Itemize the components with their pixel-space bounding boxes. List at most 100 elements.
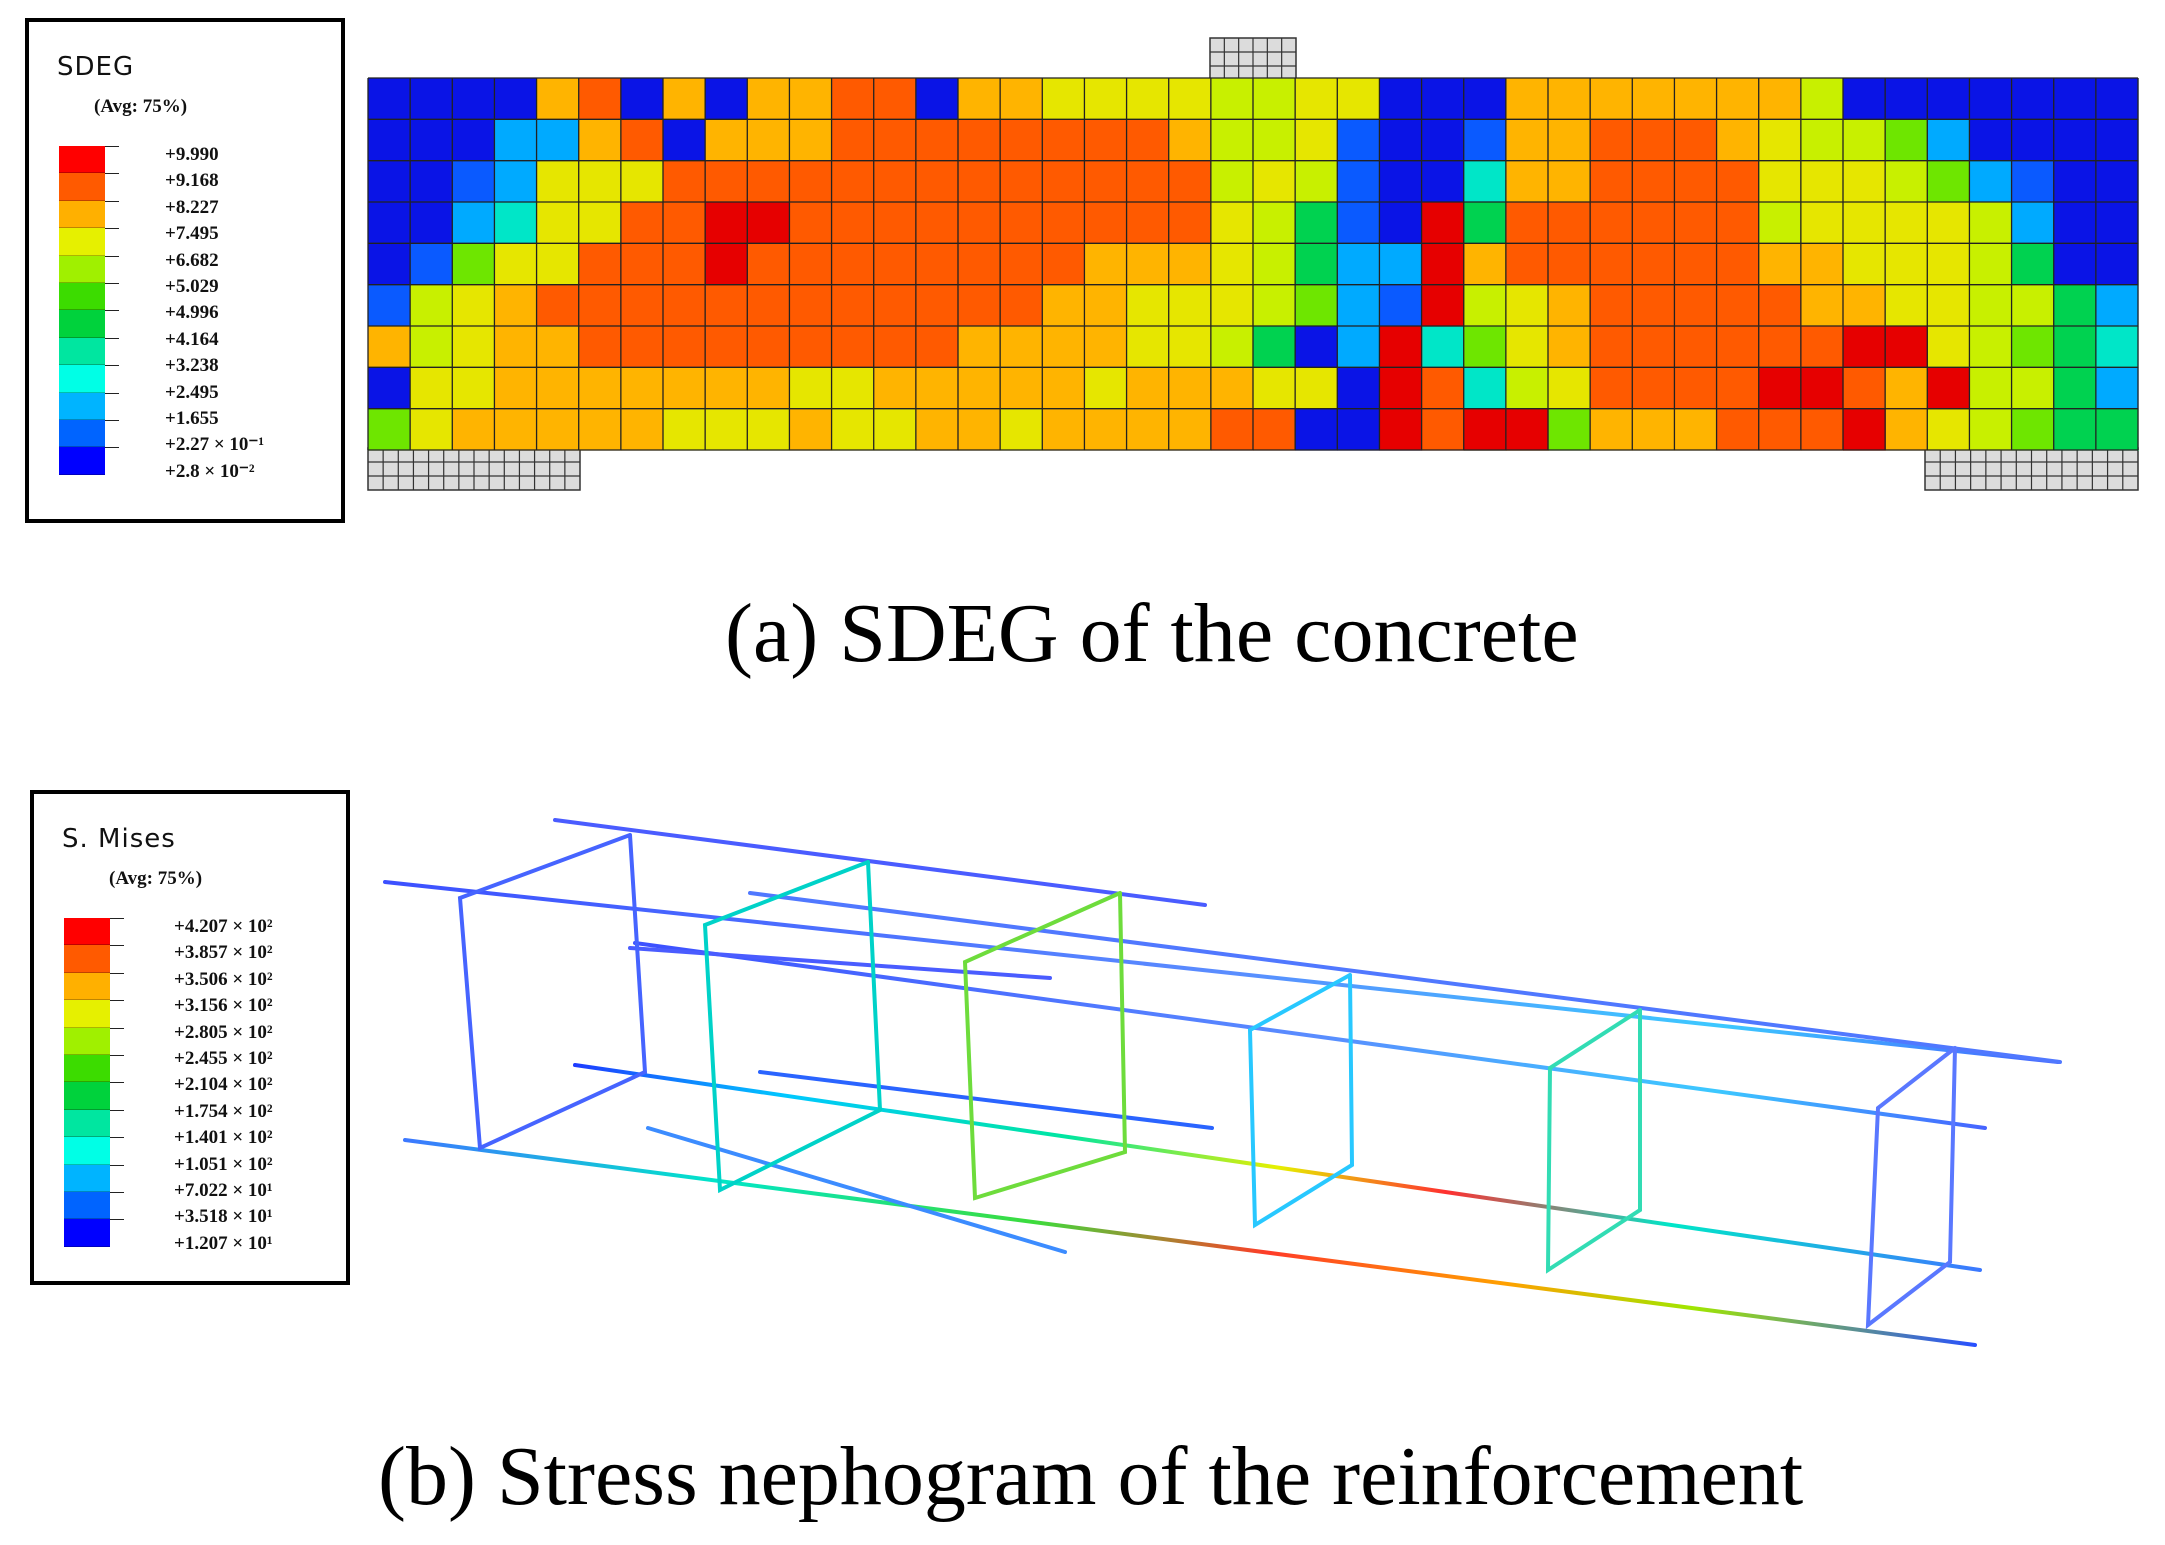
legend-value-label: +2.27 × 10⁻¹	[165, 434, 265, 456]
beam-cell	[368, 202, 411, 244]
beam-cell	[1632, 202, 1676, 244]
beam-cell	[1084, 119, 1128, 162]
beam-cell	[1885, 160, 1928, 203]
beam-mesh-grid	[367, 77, 2139, 451]
beam-cell	[536, 202, 580, 244]
beam-cell	[1253, 160, 1296, 203]
beam-cell	[1210, 119, 1254, 162]
legend-value-label: +1.401 × 10²	[174, 1127, 273, 1149]
beam-cell	[1421, 160, 1465, 203]
stirrup-3	[962, 891, 1128, 1201]
beam-cell	[747, 160, 791, 203]
beam-cell	[958, 78, 1001, 120]
beam-cell	[1632, 326, 1676, 368]
beam-cell	[1969, 243, 2013, 286]
beam-cell	[1168, 202, 1212, 244]
beam-cell	[1463, 243, 1507, 286]
beam-cell	[1126, 408, 1170, 451]
legend-value-label: +2.805 × 10²	[174, 1021, 273, 1043]
beam-cell	[1337, 78, 1381, 120]
beam-cell	[1758, 78, 1802, 120]
beam-cell	[1843, 160, 1886, 203]
beam-cell	[831, 160, 875, 203]
legend-tick	[105, 173, 119, 175]
legend-tick	[110, 918, 124, 919]
beam-cell	[705, 408, 748, 451]
bottom-bar-front	[403, 1138, 1977, 1347]
beam-cell	[1042, 408, 1086, 451]
beam-cell	[1927, 284, 1971, 327]
beam-cell	[915, 119, 959, 162]
beam-cell	[663, 243, 706, 286]
top-bar-front	[633, 941, 1987, 1130]
beam-cell	[789, 284, 833, 327]
beam-cell	[452, 119, 496, 162]
beam-cell	[1000, 78, 1043, 120]
legend-swatch	[59, 310, 119, 338]
beam-crack-cell	[1800, 367, 1844, 410]
beam-cell	[1126, 284, 1170, 327]
beam-cell	[1421, 367, 1465, 410]
beam-cell	[1927, 119, 1971, 162]
beam-cell	[2053, 367, 2097, 410]
beam-cell	[2095, 202, 2139, 244]
beam-cell	[1337, 119, 1381, 162]
legend-tick	[110, 1054, 124, 1056]
beam-cell	[2095, 284, 2139, 327]
beam-cell	[1168, 284, 1212, 327]
beam-cell	[494, 367, 538, 410]
beam-cell	[620, 78, 664, 120]
beam-cell	[1337, 284, 1381, 327]
beam-cell	[1000, 202, 1043, 244]
legend-tick	[105, 419, 119, 421]
beam-cell	[1000, 326, 1043, 368]
beam-cell	[1379, 160, 1423, 203]
legend-swatch	[59, 200, 119, 229]
legend-value-label: +4.164	[165, 328, 219, 350]
beam-cell	[1590, 243, 1633, 286]
beam-cell	[1758, 408, 1802, 451]
beam-cell	[620, 326, 664, 368]
beam-cell	[1505, 326, 1549, 368]
beam-cell	[536, 367, 580, 410]
legend-swatch	[59, 255, 119, 283]
beam-cell	[2011, 367, 2055, 410]
beam-cell	[1000, 367, 1043, 410]
beam-cell	[1800, 408, 1844, 451]
beam-cell	[1548, 284, 1591, 327]
beam-cell	[1295, 160, 1338, 203]
beam-cell	[536, 160, 580, 203]
beam-cell	[1969, 160, 2013, 203]
beam-cell	[663, 202, 706, 244]
beam-cell	[1927, 243, 1971, 286]
beam-crack-cell	[747, 202, 791, 244]
beam-cell	[1674, 119, 1718, 162]
beam-crack-cell	[1421, 284, 1465, 327]
beam-cell	[1716, 367, 1760, 410]
beam-cell	[1885, 119, 1928, 162]
beam-cell	[1253, 367, 1296, 410]
beam-cell	[410, 78, 453, 120]
legend-tick	[105, 146, 119, 147]
beam-cell	[663, 119, 706, 162]
beam-cell	[1084, 160, 1128, 203]
legend-value-label: +3.518 × 10¹	[174, 1206, 273, 1228]
beam-cell	[1969, 284, 2013, 327]
beam-cell	[747, 243, 791, 286]
beam-cell	[1210, 243, 1254, 286]
beam-cell	[1379, 243, 1423, 286]
beam-cell	[620, 284, 664, 327]
sdeg-color-scale	[59, 146, 119, 475]
beam-cell	[2095, 326, 2139, 368]
beam-cell	[1421, 78, 1465, 120]
beam-cell	[915, 160, 959, 203]
beam-crack-cell	[1843, 408, 1886, 451]
beam-cell	[1758, 160, 1802, 203]
beam-cell	[368, 367, 411, 410]
legend-swatch	[59, 228, 119, 256]
beam-cell	[494, 78, 538, 120]
legend-tick	[110, 1137, 124, 1139]
beam-cell	[2011, 160, 2055, 203]
beam-cell	[536, 408, 580, 451]
beam-cell	[873, 160, 917, 203]
